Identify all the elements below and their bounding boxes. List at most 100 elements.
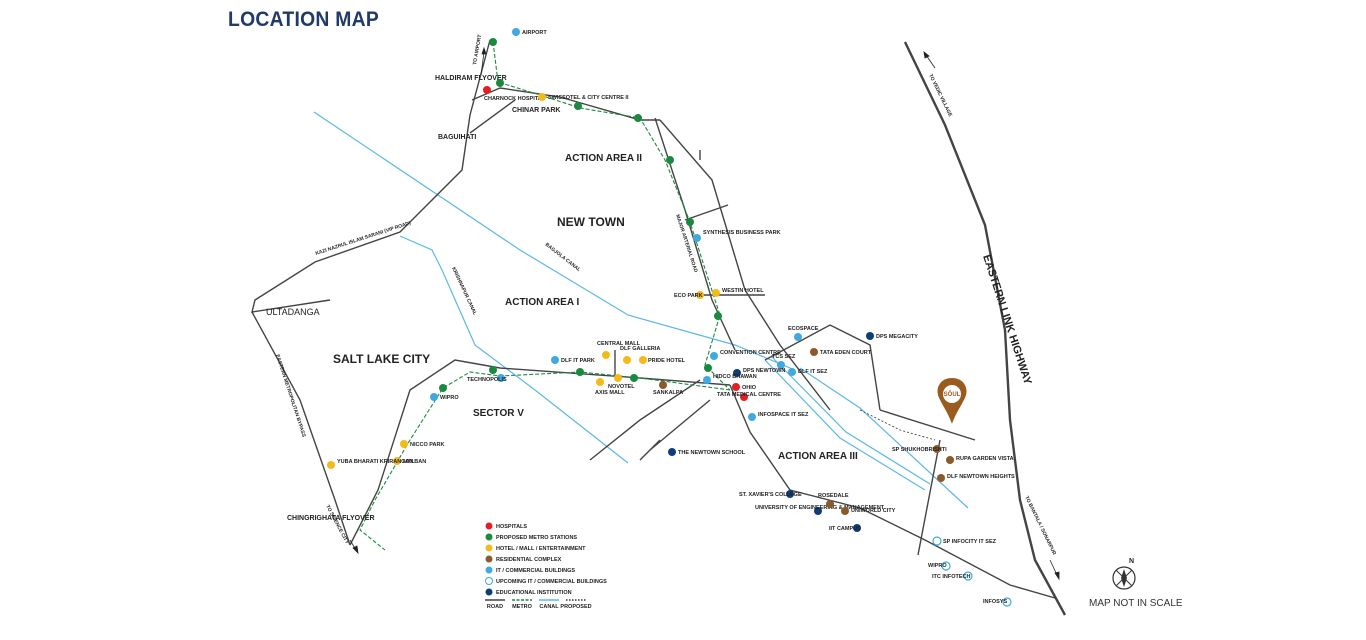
eco-park-marker[interactable] [696,291,704,299]
legend-hospital-label: HOSPITALS [496,524,527,530]
metro-station-marker[interactable] [496,79,504,87]
roads [251,39,1067,616]
rupa-label: RUPA GARDEN VISTA [956,456,1014,462]
sp-shukhobrishti-marker[interactable] [933,445,941,453]
dps-newtown-marker[interactable] [733,369,741,377]
legend-upcoming-swatch [485,577,493,585]
ecospace-marker[interactable] [794,333,802,341]
label-bagjola-canal: BAGJOLA CANAL [544,242,582,273]
dlf-newtown-heights-marker[interactable] [937,474,945,482]
westin-marker[interactable] [712,289,720,297]
metro-station-marker[interactable] [704,364,712,372]
infospace-label: INFOSPACE IT SEZ [758,412,809,418]
central-mall-marker[interactable] [602,351,610,359]
metro-station-marker[interactable] [686,218,694,226]
rosedale-marker[interactable] [826,500,834,508]
wipro-label: WIPRO [440,395,459,401]
area-labels: NEW TOWN SALT LAKE CITY ACTION AREA I AC… [266,75,1034,522]
technopolis-marker[interactable] [497,374,505,382]
infosys-marker[interactable] [1002,597,1012,607]
legend-line-canal-label: CANAL [539,604,559,610]
sp-infocity-label: SP INFOCITY IT SEZ [943,539,997,545]
metro-station-marker[interactable] [574,102,582,110]
ohio-marker[interactable] [732,383,740,391]
metro-station-marker[interactable] [666,156,674,164]
axis-mall-label: AXIS MALL [595,390,625,396]
area-baguihati: BAGUIHATI [438,134,476,141]
metro-station-marker[interactable] [714,312,722,320]
iit-campus-marker[interactable] [853,524,861,532]
wipro-east-marker[interactable] [941,561,951,571]
baguihati-road [469,99,516,134]
arrow-bantala-head [1054,571,1060,581]
action-area-2-road [659,119,831,411]
dlf-it-park-label: DLF IT PARK [561,358,595,364]
bagjola-canal-line [313,111,796,371]
em-bypass [251,311,351,546]
soul-project-pin[interactable]: SŌUL [937,378,967,424]
east-canal-line [799,367,969,509]
legend-line-road-label: ROAD [487,604,503,610]
label-to-airport: TO AIRPORT [472,34,483,65]
dlf-it-park-marker[interactable] [551,356,559,364]
area-action-area-2: ACTION AREA II [565,153,642,164]
convention-marker[interactable] [710,352,718,360]
yuba-bharati-marker[interactable] [327,461,335,469]
infospace-marker[interactable] [748,413,756,421]
novotel-label: NOVOTEL [608,384,635,390]
metro-station-marker[interactable] [634,114,642,122]
newtown-school-marker[interactable] [668,448,676,456]
metro-station-marker[interactable] [576,368,584,376]
newtown-school-label: THE NEWTOWN SCHOOL [678,450,746,456]
sp-infocity-marker[interactable] [932,536,942,546]
metro-station-marker[interactable] [630,374,638,382]
vip-road [251,39,491,313]
metro-station-marker[interactable] [489,366,497,374]
area-salt-lake: SALT LAKE CITY [333,352,430,366]
pride-hotel-marker[interactable] [639,356,647,364]
wipro-marker[interactable] [430,393,438,401]
swissotel-label: SWISSOTEL & CITY CENTRE II [548,95,629,101]
metro-station-marker[interactable] [489,38,497,46]
dps-megacity-marker[interactable] [866,332,874,340]
nalban-marker[interactable] [393,457,401,465]
st-xaviers-marker[interactable] [786,490,794,498]
rupa-marker[interactable] [946,456,954,464]
highway-canal-line-a [764,359,926,491]
dlf-galleria-marker[interactable] [623,356,631,364]
tata-eden-marker[interactable] [810,348,818,356]
sankalpa-marker[interactable] [659,381,667,389]
eastern-link-highway [903,41,1067,616]
legend-upcoming-label: UPCOMING IT / COMMERCIAL BUILDINGS [496,579,607,585]
metro-station-marker[interactable] [439,384,447,392]
dps-newtown-label: DPS NEWTOWN [743,368,785,374]
itc-infotech-marker[interactable] [963,571,973,581]
metro-route-south [359,371,731,551]
sankalpa-label: SANKALPA [653,390,683,396]
dlf-it-sez-marker[interactable] [788,368,796,376]
charnock-marker[interactable] [483,86,491,94]
uem-marker[interactable] [814,507,822,515]
novotel-marker[interactable] [614,374,622,382]
aa3-north-road [764,324,881,411]
sector-v-diag-road [589,379,701,461]
aa3-east-road [879,409,976,441]
airport-marker[interactable] [512,28,520,36]
tata-medical-marker[interactable] [740,393,748,401]
hidco-marker[interactable] [703,376,711,384]
highway-canal-line-b [770,355,931,485]
area-chingrighata-flyover: CHINGRIGHATA FLYOVER [287,515,375,522]
dlf-newtown-heights-label: DLF NEWTOWN HEIGHTS [947,474,1015,480]
synthesis-marker[interactable] [693,234,701,242]
legend-it-label: IT / COMMERCIAL BUILDINGS [496,568,575,574]
nicco-park-marker[interactable] [400,440,408,448]
uniworld-marker[interactable] [841,507,849,515]
convention-label: CONVENTION CENTRE [720,350,781,356]
axis-mall-marker[interactable] [596,378,604,386]
swissotel-marker[interactable] [538,93,546,101]
tcs-sez-marker[interactable] [777,361,785,369]
